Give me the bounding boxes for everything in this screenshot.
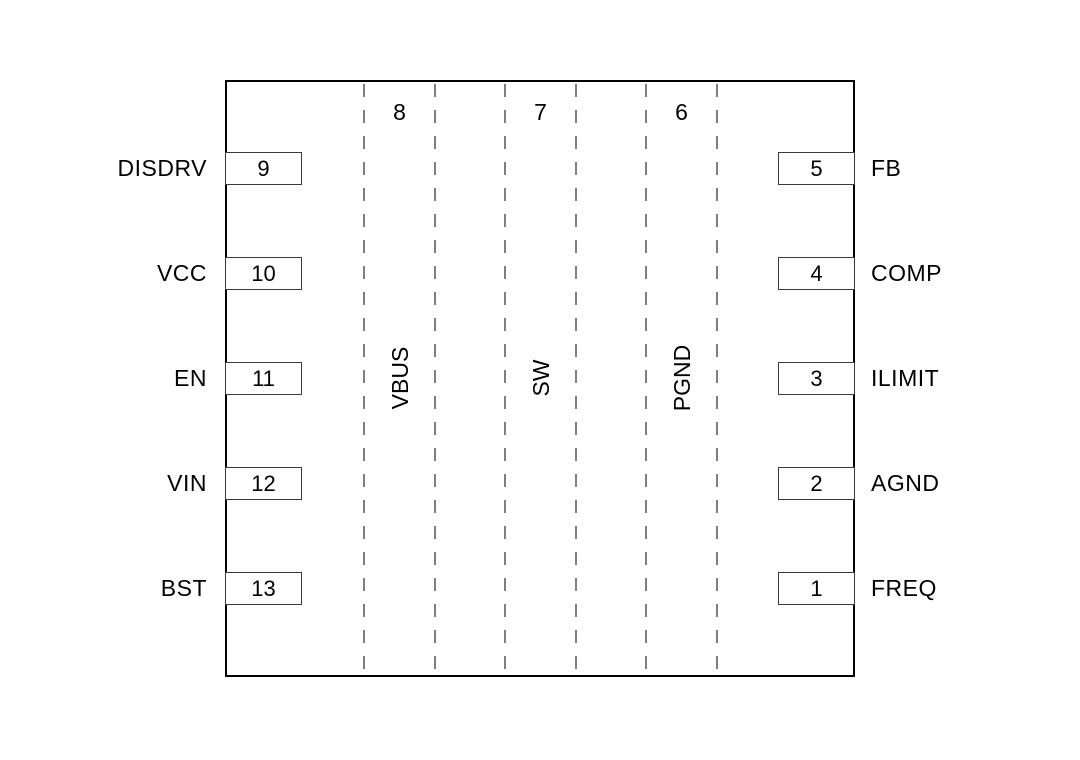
pad-boundary-line (645, 84, 647, 673)
pad-number: 7 (534, 99, 547, 125)
pin-label: BST (160, 575, 207, 601)
pad-boundary-line (363, 84, 365, 673)
pin-box: 11 (225, 362, 302, 395)
pin-box: 13 (225, 572, 302, 605)
pin-box: 3 (778, 362, 855, 395)
pad-label: VBUS (386, 346, 413, 410)
pin-label: DISDRV (117, 155, 207, 181)
pin-box: 10 (225, 257, 302, 290)
pad-boundary-line (433, 84, 436, 673)
pin-box: 2 (778, 467, 855, 500)
pad-label: PGND (668, 344, 695, 412)
pin-label: VIN (167, 470, 207, 496)
pad-boundary-line (715, 84, 718, 673)
pin-label: COMP (871, 260, 942, 286)
pin-label: VCC (156, 260, 207, 286)
pin-label: FREQ (871, 575, 937, 601)
pin-box: 5 (778, 152, 855, 185)
pin-label: AGND (871, 470, 940, 496)
pin-box: 12 (225, 467, 302, 500)
pad-boundary-line (504, 84, 506, 673)
pin-box: 9 (225, 152, 302, 185)
pad-boundary-line (574, 84, 577, 673)
pin-box: 1 (778, 572, 855, 605)
pin-label: FB (871, 155, 902, 181)
pad-number: 8 (393, 99, 406, 125)
package-body-outline (225, 80, 855, 677)
pin-label: ILIMIT (871, 365, 940, 391)
pad-label: SW (527, 359, 554, 397)
pad-number: 6 (675, 99, 688, 125)
pin-box: 4 (778, 257, 855, 290)
pin-label: EN (174, 365, 207, 391)
